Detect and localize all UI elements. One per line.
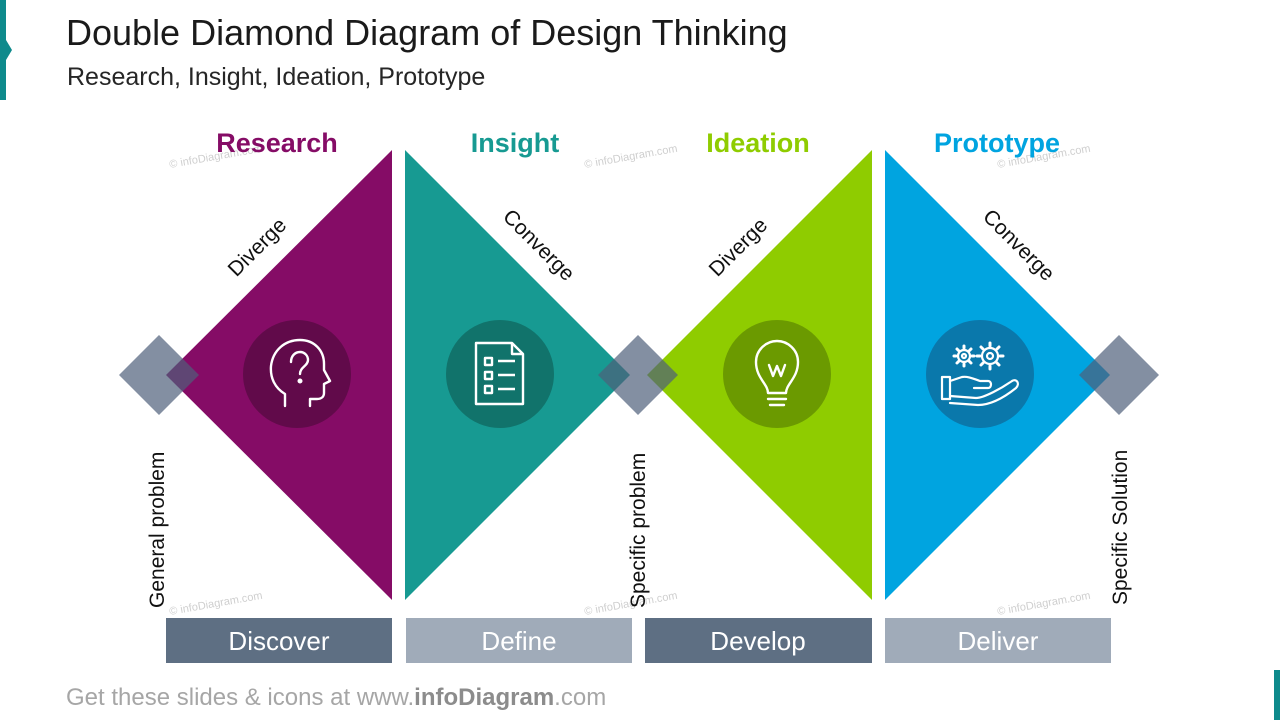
stage-label-research: Research: [216, 128, 338, 158]
phase-box-discover: Discover: [166, 618, 392, 663]
phase-label-define: Define: [481, 626, 556, 656]
stage-label-ideation: Ideation: [706, 128, 810, 158]
phase-label-deliver: Deliver: [958, 626, 1039, 656]
page-subtitle: Research, Insight, Ideation, Prototype: [67, 63, 486, 91]
phase-label-develop: Develop: [710, 626, 805, 656]
page-title: Double Diamond Diagram of Design Thinkin…: [66, 12, 788, 53]
milestone-label-specific-problem: Specific problem: [627, 453, 650, 608]
lightbulb-icon: [754, 339, 800, 407]
stage-label-prototype: Prototype: [934, 128, 1060, 158]
hand-gears-icon: [940, 341, 1019, 407]
insight-icon-group: [446, 320, 554, 428]
milestone-label-general-problem: General problem: [146, 452, 169, 608]
left-accent-bar: [0, 0, 6, 100]
left-accent-notch: [6, 40, 12, 60]
ideation-icon-group: [723, 320, 831, 428]
milestone-diamond-end: [1079, 335, 1159, 415]
checklist-document-icon: [474, 341, 525, 406]
footer-suffix: .com: [554, 684, 607, 711]
milestone-diamond-middle: [598, 335, 678, 415]
phase-box-define: Define: [406, 618, 632, 663]
footer-credit: Get these slides & icons at www.infoDiag…: [66, 684, 606, 712]
milestone-diamond-start: [119, 335, 199, 415]
watermark-6: © infoDiagram.com: [996, 590, 1091, 618]
right-accent-bar: [1274, 670, 1280, 720]
research-icon-group: [243, 320, 351, 428]
prototype-icon-group: [926, 320, 1034, 428]
watermark-2: © infoDiagram.com: [583, 143, 678, 171]
phase-box-deliver: Deliver: [885, 618, 1111, 663]
watermark-4: © infoDiagram.com: [168, 590, 263, 618]
footer-brand[interactable]: infoDiagram: [414, 684, 555, 711]
footer-prefix: Get these slides & icons at www.: [66, 684, 415, 711]
phase-box-develop: Develop: [645, 618, 872, 663]
stage-label-insight: Insight: [471, 128, 560, 158]
phase-label-discover: Discover: [228, 626, 329, 656]
milestone-label-specific-solution: Specific Solution: [1109, 450, 1132, 605]
head-question-icon: [269, 338, 332, 408]
